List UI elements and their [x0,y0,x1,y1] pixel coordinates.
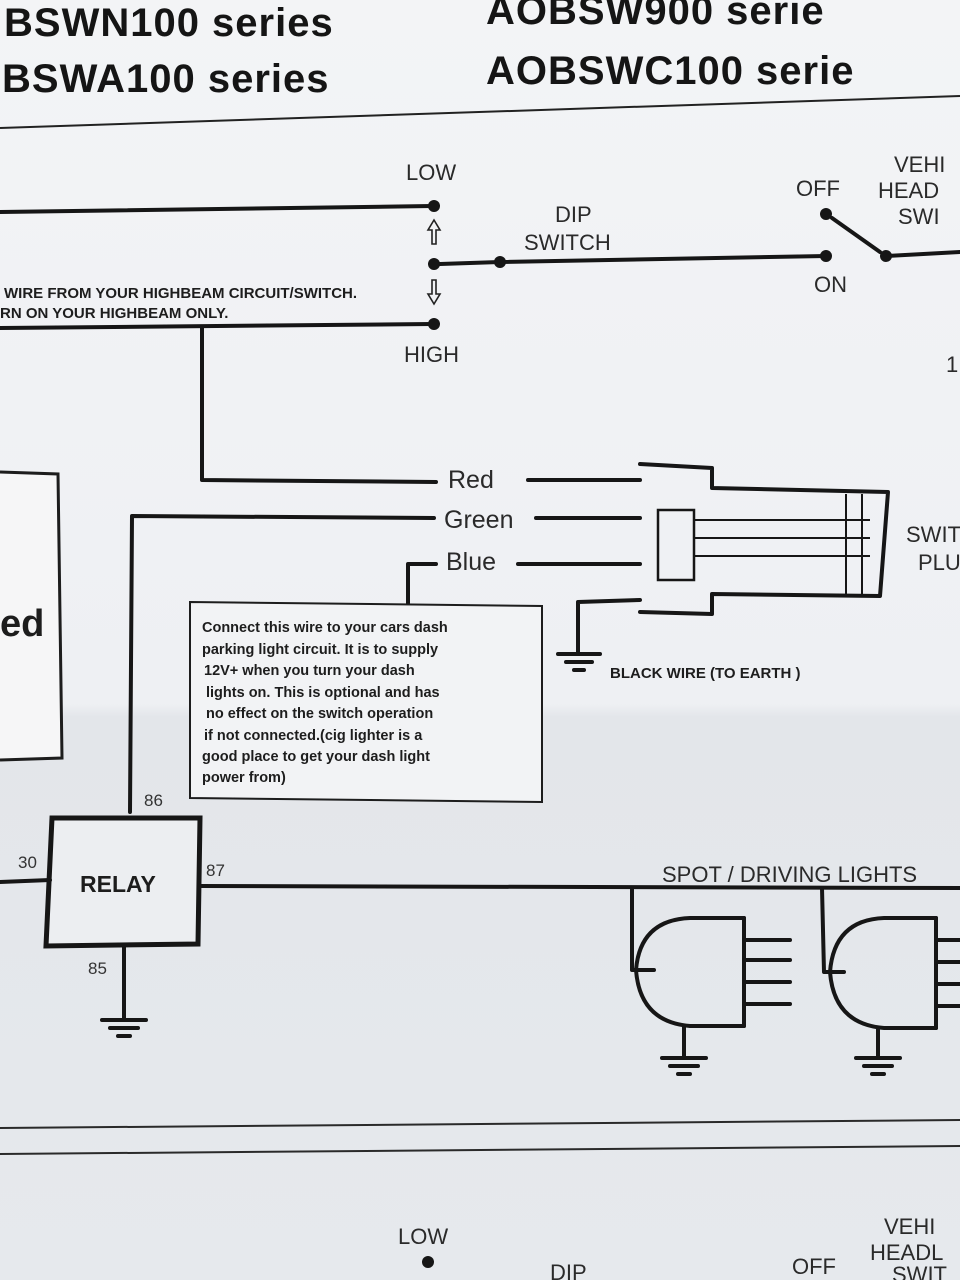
off-label: OFF [796,176,840,201]
lights-label: SPOT / DRIVING LIGHTS [662,862,917,887]
header-right-line1: AOBSW900 serie [486,0,825,33]
relay-87-wire [198,884,960,890]
header-left-line1: BSWN100 series [4,1,334,45]
dip-switch-wire [498,254,828,264]
lower-low-terminal [422,1256,434,1268]
blue-wire [406,562,438,606]
dash-note-text: Connect this wire to your cars dash park… [202,620,448,786]
high-feed-wire [0,322,434,330]
left-partial-box [0,470,64,762]
dash-note-line: no effect on the switch operation [206,706,433,722]
off-terminal [820,208,832,220]
dash-note-line: Connect this wire to your cars dash [202,620,448,636]
relay-pin-87: 87 [206,861,225,880]
relay-box [43,815,203,949]
lower-vehicle-label-1: VEHI [884,1214,935,1239]
blue-wire-label: Blue [446,548,496,576]
highbeam-note-line1: WIRE FROM YOUR HIGHBEAM CIRCUIT/SWITCH. [4,285,357,302]
dip-label-1: DIP [555,202,592,227]
lower-dip-label: DIP [550,1260,587,1280]
lower-vehicle-label-3: SWIT [892,1262,947,1280]
left-box-text: ed [0,603,44,645]
earth-label: BLACK WIRE (TO EARTH ) [610,665,801,682]
dash-note-line: good place to get your dash light [202,749,430,765]
header-divider [0,95,960,129]
dash-note-line: 12V+ when you turn your dash [204,663,415,679]
dash-note-box [189,600,543,804]
vehicle-label-1: VEHI [894,152,945,177]
dash-note-line: if not connected.(cig lighter is a [204,728,423,744]
relay-pin-85: 85 [88,959,107,978]
switch-plug-connector [638,462,890,616]
highbeam-note-line2: RN ON YOUR HIGHBEAM ONLY. [0,305,228,322]
relay-label: RELAY [80,871,156,897]
high-terminal [428,318,440,330]
high-label: HIGH [404,342,459,367]
header-left-line2: BSWA100 series [2,57,330,101]
red-wire [200,326,438,484]
vehicle-label-3: SWI [898,204,940,229]
dash-note-line: lights on. This is optional and has [206,685,440,701]
switch-plug-label-1: SWIT [906,522,960,547]
low-terminal [428,200,440,212]
arrow-down-icon [426,279,442,306]
lower-divider-2 [0,1145,960,1155]
green-wire [128,514,436,814]
headlight-supply-wire [884,250,960,258]
on-label: ON [814,272,847,297]
spot-light-icon [630,886,792,1076]
green-wire-label: Green [444,506,513,534]
headlight-switch-lever [830,216,882,254]
on-terminal [820,250,832,262]
arrow-up-icon [426,218,442,245]
low-label: LOW [406,160,456,185]
red-wire-label: Red [448,466,494,494]
dash-note-line: parking light circuit. It is to supply [202,642,438,658]
lower-low-label: LOW [398,1224,448,1249]
low-feed-wire [0,204,434,214]
ground-icon [556,652,602,672]
relay-30-wire [0,878,52,884]
common-terminal [428,258,440,270]
switch-plug-label-2: PLU [918,550,960,575]
relay-pin-30: 30 [18,853,37,872]
ground-icon [100,1018,148,1038]
relay-pin-86: 86 [144,791,163,810]
dash-note-line: power from) [202,770,286,786]
partial-label-right: 1 [946,352,958,377]
vehicle-label-2: HEAD [878,178,939,203]
common-link [438,260,502,266]
black-earth-wire [576,598,642,654]
lower-divider-1 [0,1119,960,1129]
lower-vehicle-label-2: HEADL [870,1240,943,1265]
lower-off-label: OFF [792,1254,836,1279]
header-right-line2: AOBSWC100 serie [486,49,854,93]
spot-light-icon [820,886,960,1076]
dip-label-2: SWITCH [524,230,611,255]
